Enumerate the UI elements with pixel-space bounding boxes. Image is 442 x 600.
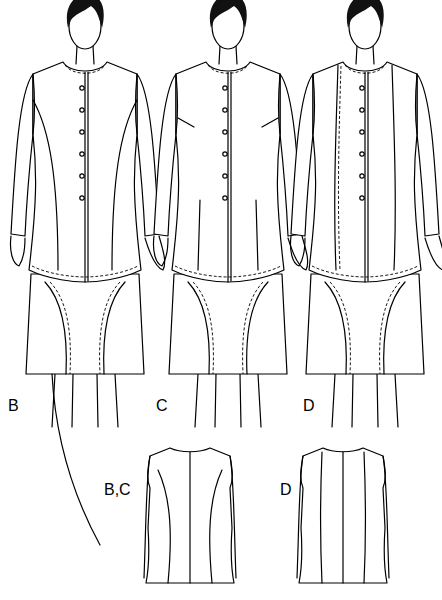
view-label: D bbox=[303, 398, 315, 414]
view-label: B,C bbox=[104, 482, 131, 498]
view-label: C bbox=[156, 398, 168, 414]
view-label: D bbox=[280, 482, 292, 498]
view-label: B bbox=[8, 398, 19, 414]
